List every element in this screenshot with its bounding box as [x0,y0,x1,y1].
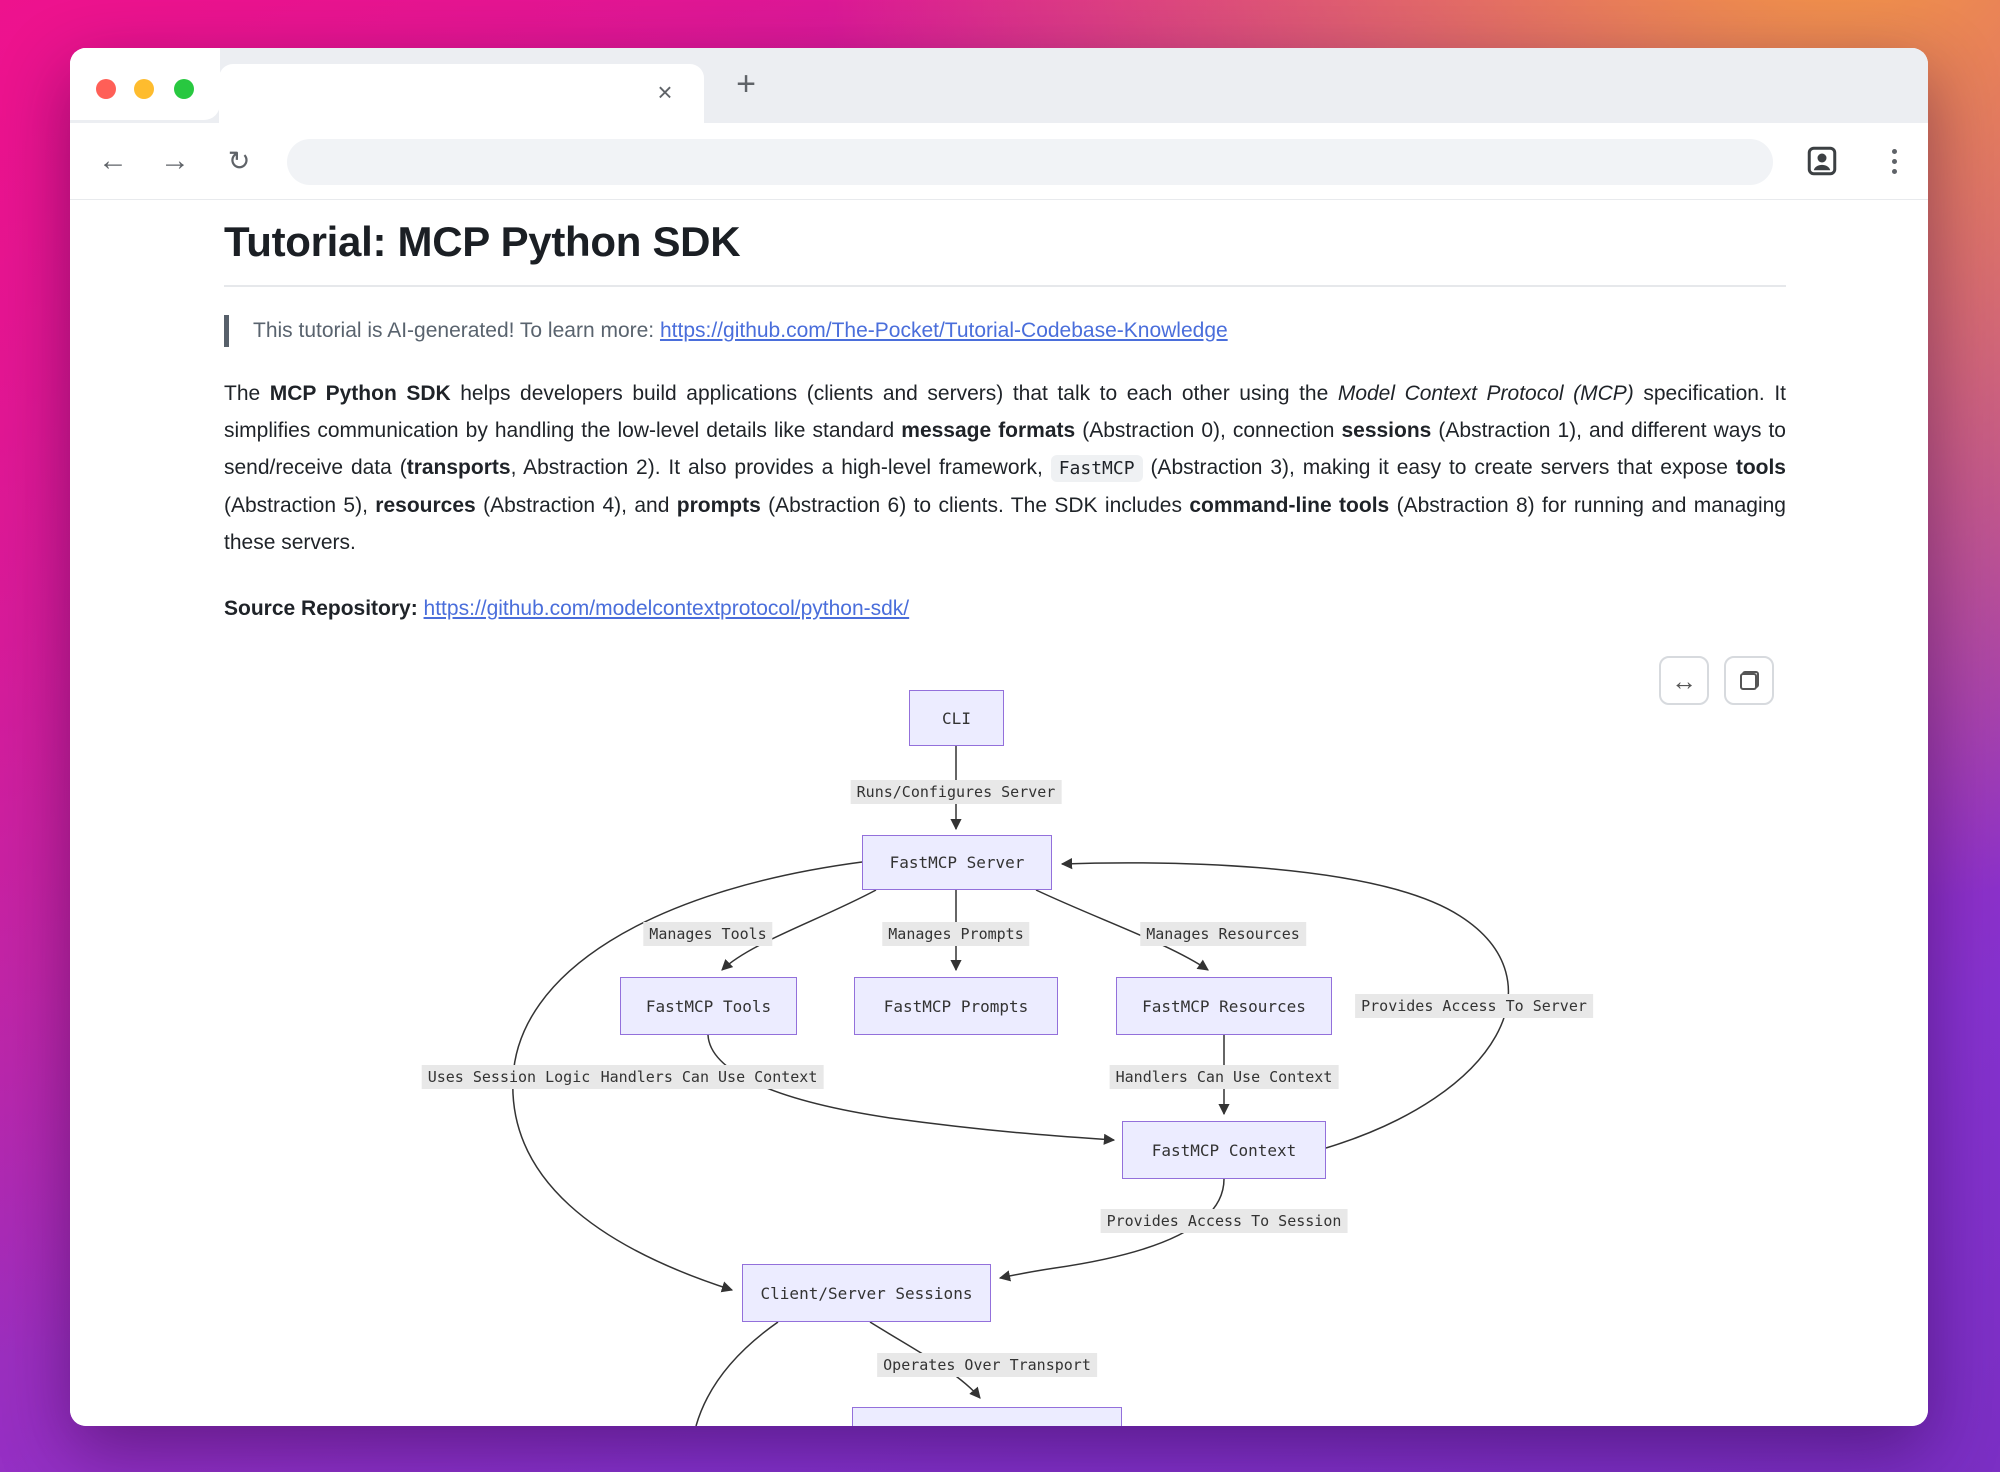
browser-window: × + ← → ↻ Tutorial: MCP Python SDK This … [70,48,1928,1426]
ai-generated-note: This tutorial is AI-generated! To learn … [224,314,1786,347]
node-fastmcp-server: FastMCP Server [862,835,1052,890]
diagram-copy-button[interactable] [1724,656,1774,705]
active-tab[interactable]: × [219,64,704,123]
browser-menu-icon[interactable] [1874,140,1914,182]
copy-icon [1739,671,1759,690]
edge-label-operates-over-transport: Operates Over Transport [877,1353,1097,1377]
window-minimize-button[interactable] [134,79,154,99]
title-divider [224,284,1786,287]
node-cli: CLI [909,690,1004,746]
intro-paragraph: The MCP Python SDK helps developers buil… [224,381,1786,554]
page-title: Tutorial: MCP Python SDK [224,218,741,265]
node-fastmcp-resources: FastMCP Resources [1116,977,1332,1035]
page-content: Tutorial: MCP Python SDK This tutorial i… [70,200,1928,1426]
browser-toolbar: ← → ↻ [70,123,1928,200]
window-zoom-button[interactable] [174,79,194,99]
forward-icon[interactable]: → [160,144,190,177]
expand-horizontal-icon: ↔ [1671,665,1697,696]
tutorial-knowledge-link[interactable]: https://github.com/The-Pocket/Tutorial-C… [659,318,1228,342]
edge-label-manages-resources: Manages Resources [1140,922,1306,946]
diagram-expand-button[interactable]: ↔ [1659,656,1709,705]
node-fastmcp-prompts: FastMCP Prompts [854,977,1058,1035]
edge-label-uses-session-logic: Uses Session Logic [421,1065,597,1089]
tab-strip: × + [70,48,1928,123]
traffic-light-area [70,48,220,120]
note-text: This tutorial is AI-generated! To learn … [253,318,660,342]
edge-label-handlers-can-use-context-left: Handlers Can Use Context [594,1065,824,1089]
edge-label-manages-tools: Manages Tools [643,922,773,946]
back-icon[interactable]: ← [98,144,128,177]
edge-label-manages-prompts: Manages Prompts [882,922,1030,946]
new-tab-button[interactable]: + [736,65,756,103]
edge-label-handlers-can-use-context-right: Handlers Can Use Context [1109,1065,1339,1089]
edge-label-runs-configures-server: Runs/Configures Server [850,780,1062,804]
edge-label-provides-access-to-server: Provides Access To Server [1355,994,1593,1018]
edge-sessions-left-partial [695,1321,779,1426]
article: Tutorial: MCP Python SDK This tutorial i… [70,200,1928,621]
node-fastmcp-context: FastMCP Context [1122,1121,1326,1179]
source-repository-link[interactable]: https://github.com/modelcontextprotocol/… [423,596,910,620]
profile-icon[interactable] [1804,143,1840,179]
address-bar[interactable] [287,139,1773,185]
edge-label-provides-access-to-session: Provides Access To Session [1100,1209,1348,1233]
source-repository-label: Source Repository: [224,596,424,620]
reload-icon[interactable]: ↻ [227,146,251,176]
node-fastmcp-tools: FastMCP Tools [620,977,797,1035]
node-transport-partial [852,1407,1122,1426]
source-repository-line: Source Repository: https://github.com/mo… [224,597,1786,621]
window-close-button[interactable] [96,79,116,99]
tab-close-icon[interactable]: × [657,77,673,107]
node-client-server-sessions: Client/Server Sessions [742,1264,991,1322]
